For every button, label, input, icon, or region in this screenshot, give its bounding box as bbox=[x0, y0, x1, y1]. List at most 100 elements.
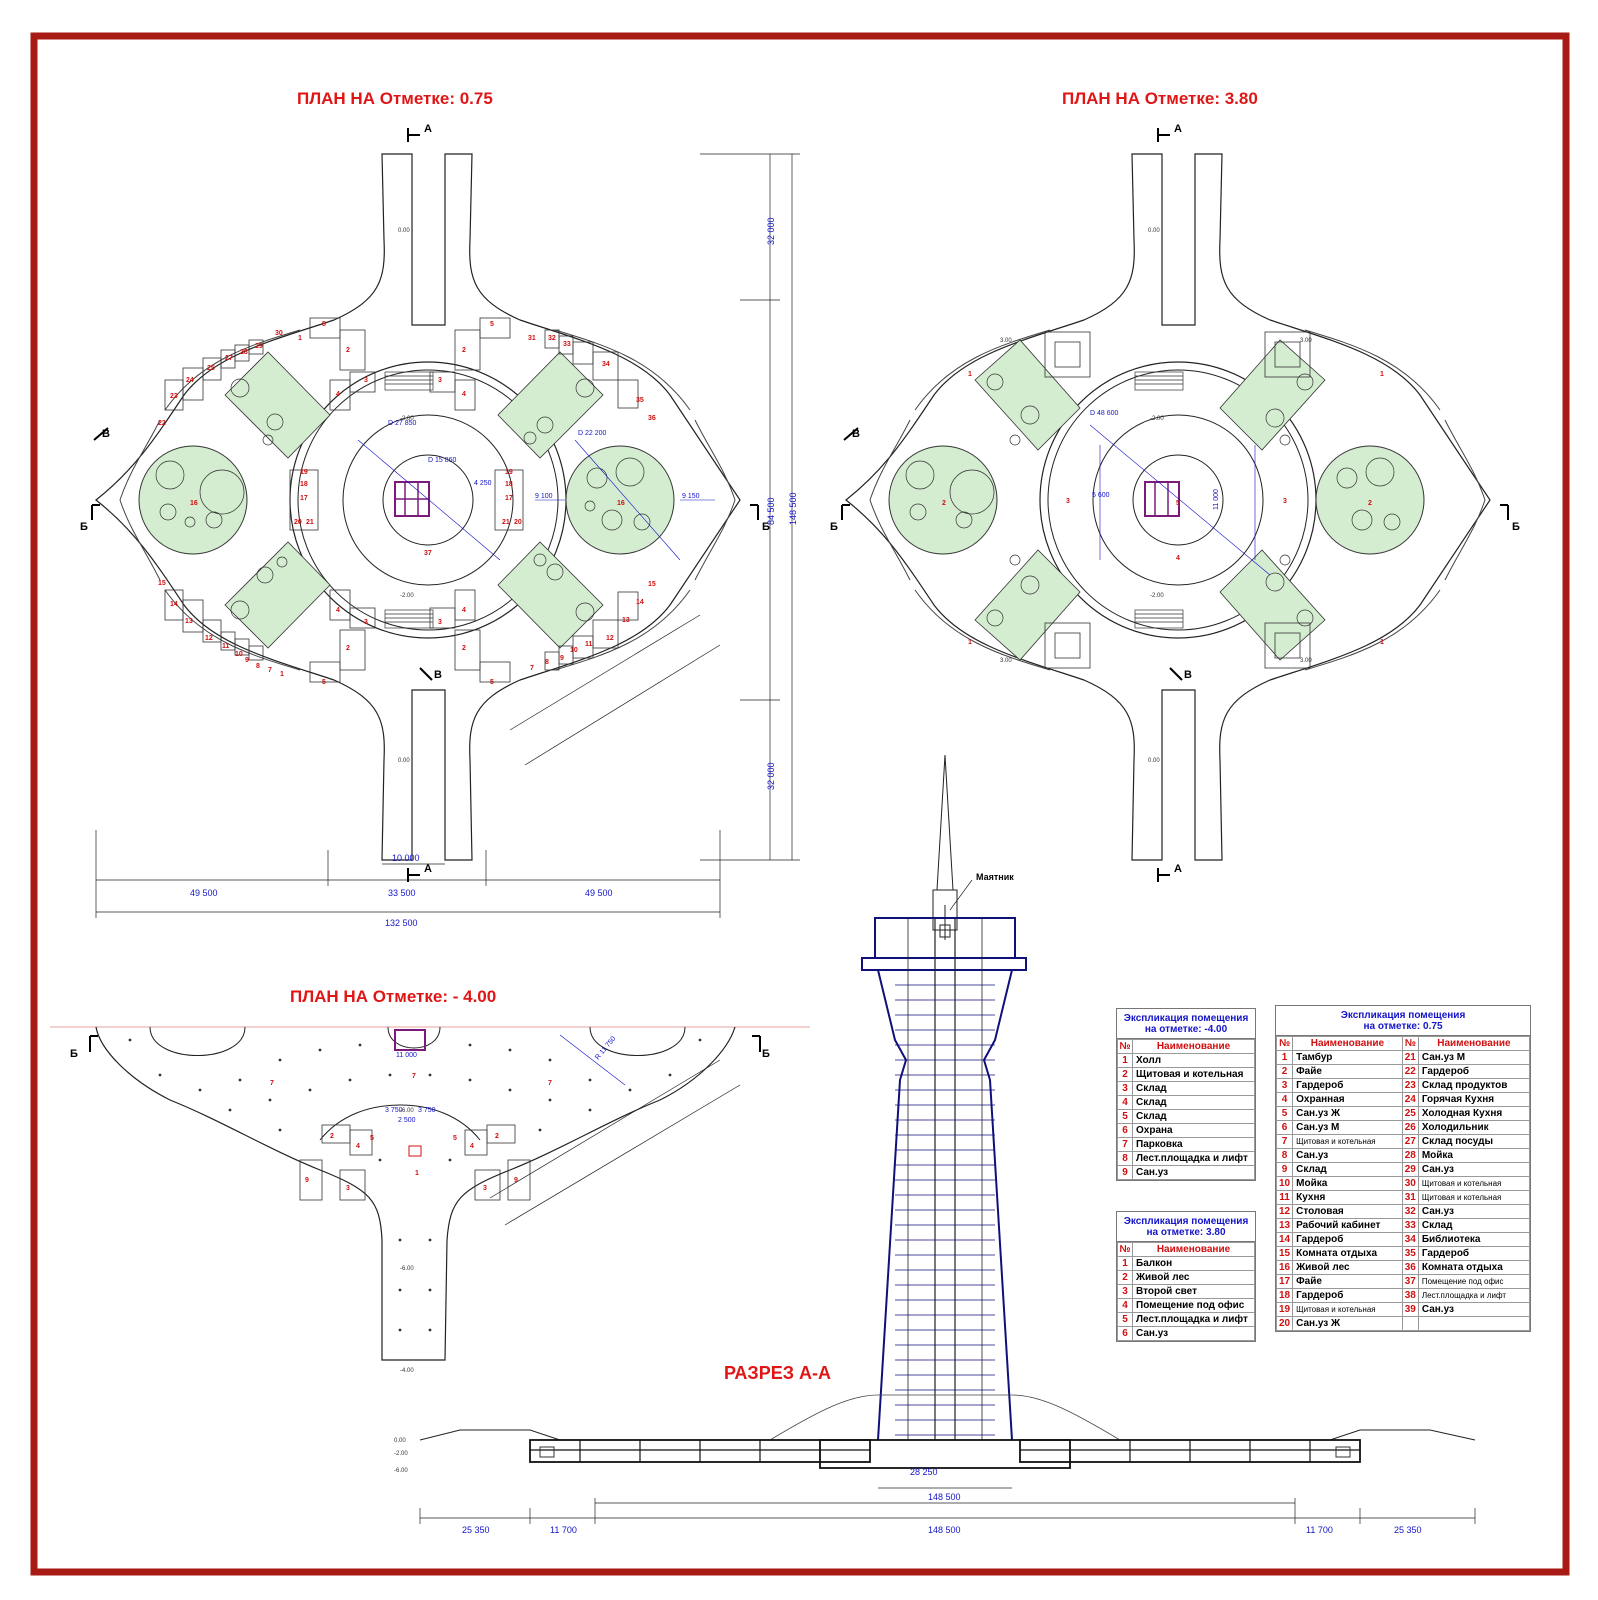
section-mark-v-bottom-380: В bbox=[1184, 669, 1192, 681]
legend-row-number: 25 bbox=[1401, 1106, 1419, 1121]
dim-148500-vertical: 148 500 bbox=[788, 492, 798, 525]
dim-11700-left: 11 700 bbox=[550, 1525, 577, 1535]
legend-row-number: 19 bbox=[1275, 1302, 1294, 1317]
svg-text:37: 37 bbox=[424, 550, 432, 557]
legend-head-name: Наименование bbox=[1292, 1036, 1403, 1051]
svg-text:18: 18 bbox=[505, 481, 513, 488]
legend-row-name: Парковка bbox=[1132, 1137, 1255, 1152]
sheet-frame bbox=[30, 32, 1570, 1576]
legend-row-name: Столовая bbox=[1292, 1204, 1403, 1219]
legend-row-name: Мойка bbox=[1417, 1148, 1531, 1163]
svg-text:31: 31 bbox=[528, 335, 536, 342]
legend-row-number: 36 bbox=[1401, 1260, 1419, 1275]
legend-row-number: 15 bbox=[1275, 1246, 1294, 1261]
dim-33500: 33 500 bbox=[388, 888, 416, 898]
legend-row-name: Помещение под офис bbox=[1132, 1298, 1255, 1313]
legend-row-name bbox=[1417, 1316, 1531, 1331]
legend-head-no: № bbox=[1401, 1036, 1419, 1051]
legend-row-name: Гардероб bbox=[1292, 1232, 1403, 1247]
level-ring-bottom-380: -2.00 bbox=[1150, 593, 1164, 599]
legend-row-name: Помещение под офис bbox=[1417, 1274, 1531, 1289]
dim-32000-bottom: 32 000 bbox=[766, 762, 776, 790]
legend-row-number: 9 bbox=[1275, 1162, 1294, 1177]
legend-row-name: Гардероб bbox=[1292, 1078, 1403, 1093]
legend-row-number: 1 bbox=[1275, 1050, 1294, 1065]
legend-row-number: 12 bbox=[1275, 1204, 1294, 1219]
svg-text:33: 33 bbox=[563, 341, 571, 348]
svg-text:2: 2 bbox=[942, 500, 946, 507]
legend-row-name: Щитовая и котельная bbox=[1417, 1176, 1531, 1191]
plan-minus400-columns bbox=[128, 1038, 702, 1332]
svg-text:12: 12 bbox=[606, 635, 614, 642]
legend-row-number: 34 bbox=[1401, 1232, 1419, 1247]
legend-row-number: 6 bbox=[1275, 1120, 1294, 1135]
section-mark-b-left-075: Б bbox=[80, 521, 88, 533]
svg-text:4: 4 bbox=[336, 391, 340, 398]
legend-row-number: 38 bbox=[1401, 1288, 1419, 1303]
svg-text:30: 30 bbox=[275, 330, 283, 337]
legend-row-name: Холодная Кухня bbox=[1417, 1106, 1531, 1121]
svg-text:29: 29 bbox=[255, 343, 263, 350]
svg-text:14: 14 bbox=[636, 599, 644, 606]
legend-row-name: Рабочий кабинет bbox=[1292, 1218, 1403, 1233]
section-mark-a-top-380: А bbox=[1174, 123, 1182, 135]
legend-row-name: Щитовая и котельная bbox=[1292, 1302, 1403, 1317]
legend-row-number: 2 bbox=[1275, 1064, 1294, 1079]
legend-row-number: 32 bbox=[1401, 1204, 1419, 1219]
svg-text:5: 5 bbox=[322, 679, 326, 686]
legend-row-name: Сан.уз bbox=[1132, 1326, 1255, 1341]
legend-row-number: 5 bbox=[1117, 1312, 1133, 1327]
legend-row-number: 27 bbox=[1401, 1134, 1419, 1149]
legend-row-number: 35 bbox=[1401, 1246, 1419, 1261]
level-ring-bottom-075: -2.00 bbox=[400, 593, 414, 599]
legend-row-number: 22 bbox=[1401, 1064, 1419, 1079]
level-600-a: -6.00 bbox=[400, 1108, 414, 1114]
legend-row-name: Склад посуды bbox=[1417, 1134, 1531, 1149]
legend-row-number: 33 bbox=[1401, 1218, 1419, 1233]
svg-text:17: 17 bbox=[300, 495, 308, 502]
legend-row-name: Балкон bbox=[1132, 1256, 1255, 1271]
svg-text:32: 32 bbox=[548, 335, 556, 342]
section-mark-v-bottom-075: В bbox=[434, 669, 442, 681]
legend-row-name: Сан.уз М bbox=[1292, 1120, 1403, 1135]
legend-row-number: 31 bbox=[1401, 1190, 1419, 1205]
svg-text:5: 5 bbox=[1176, 500, 1180, 507]
legend-row-number: 6 bbox=[1117, 1326, 1133, 1341]
legend-row-number: 13 bbox=[1275, 1218, 1294, 1233]
level-bottom-380: 0.00 bbox=[1148, 758, 1160, 764]
section-mark-v-left-380: В bbox=[852, 428, 860, 440]
svg-text:21: 21 bbox=[502, 519, 510, 526]
svg-text:15: 15 bbox=[648, 581, 656, 588]
level-top-380: 0.00 bbox=[1148, 228, 1160, 234]
dim-d22200: D 22 200 bbox=[578, 430, 607, 437]
section-mark-b-right-380: Б bbox=[1512, 521, 1520, 533]
legend-row-number: 7 bbox=[1117, 1137, 1133, 1152]
svg-text:19: 19 bbox=[300, 469, 308, 476]
legend-caption-line2: на отметке: 0.75 bbox=[1363, 1021, 1443, 1032]
svg-text:1: 1 bbox=[968, 371, 972, 378]
svg-text:1: 1 bbox=[298, 335, 302, 342]
svg-text:13: 13 bbox=[622, 617, 630, 624]
svg-text:7: 7 bbox=[548, 1080, 552, 1087]
legend-row-name: Кухня bbox=[1292, 1190, 1403, 1205]
dim-49500-right: 49 500 bbox=[585, 888, 613, 898]
svg-text:1: 1 bbox=[1380, 639, 1384, 646]
dim-9100: 9 100 bbox=[535, 493, 553, 500]
dim-d15860: D 15 860 bbox=[428, 457, 457, 464]
legend-row-number: 4 bbox=[1117, 1095, 1133, 1110]
svg-text:4: 4 bbox=[1176, 555, 1180, 562]
svg-text:14: 14 bbox=[170, 601, 178, 608]
level-ring-380: -2.00 bbox=[1150, 416, 1164, 422]
legend-row-name: Лест.площадка и лифт bbox=[1132, 1312, 1255, 1327]
